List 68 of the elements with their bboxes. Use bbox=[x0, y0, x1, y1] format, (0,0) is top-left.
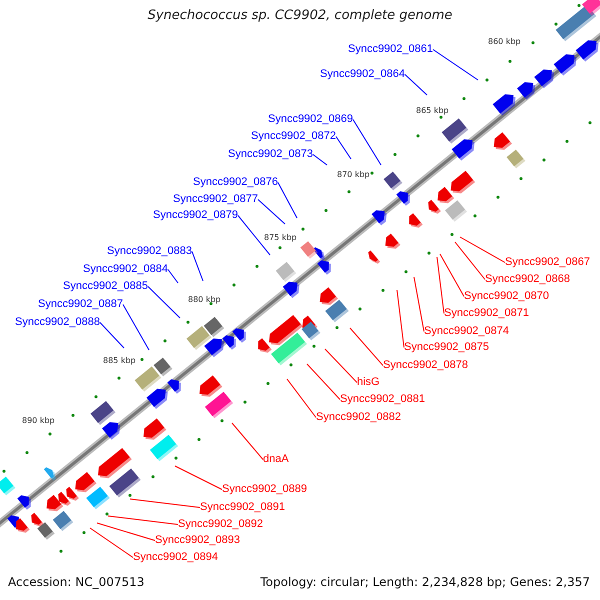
diagram-title: Synechococcus sp. CC9902, complete genome bbox=[146, 8, 454, 23]
gene-label: Syncc9902_0891 bbox=[200, 501, 286, 514]
gene-label: Syncc9902_0870 bbox=[464, 290, 550, 303]
gene-label: Syncc9902_0882 bbox=[316, 411, 402, 424]
scale-tick-label: 885 kbp bbox=[103, 356, 136, 366]
leader-line bbox=[352, 119, 382, 166]
scale-tick-label: 875 kbp bbox=[264, 233, 297, 243]
genome-info-text: Topology: circular; Length: 2,234,828 bp; Genes: 2,357 bbox=[260, 575, 590, 589]
gene-label: Syncc9902_0887 bbox=[38, 298, 123, 311]
gene-label: Syncc9902_0872 bbox=[250, 130, 336, 143]
leader-line bbox=[96, 522, 156, 541]
leader-line bbox=[108, 516, 178, 525]
scale-tick-label: 865 kbp bbox=[416, 106, 449, 116]
genome-info-text: Accession: NC_007513 bbox=[8, 575, 144, 589]
gene-label: Syncc9902_0868 bbox=[485, 273, 570, 286]
leader-line bbox=[286, 378, 316, 418]
leader-line bbox=[440, 254, 464, 297]
gene-label: Syncc9902_0869 bbox=[268, 113, 353, 126]
leader-line bbox=[130, 498, 200, 508]
leader-line bbox=[238, 215, 270, 256]
gene-label: Syncc9902_0885 bbox=[62, 280, 148, 293]
gene-label: Syncc9902_0881 bbox=[340, 393, 426, 406]
gene-label: Syncc9902_0873 bbox=[228, 148, 313, 161]
leader-line bbox=[324, 348, 358, 383]
leader-line bbox=[90, 528, 134, 558]
gene-label: Syncc9902_0883 bbox=[106, 245, 192, 258]
scale-tick-label: 860 kbp bbox=[488, 37, 521, 47]
gene-label: Syncc9902_0884 bbox=[82, 263, 168, 276]
gene-label: Syncc9902_0867 bbox=[505, 256, 590, 269]
leader-line bbox=[404, 74, 428, 96]
gene-label: Syncc9902_0861 bbox=[348, 43, 433, 56]
gene-label: Syncc9902_0879 bbox=[152, 209, 238, 222]
leader-line bbox=[454, 242, 486, 280]
leader-line bbox=[312, 154, 328, 166]
leader-line bbox=[278, 182, 298, 218]
scale-tick-label: 890 kbp bbox=[22, 416, 55, 426]
leader-line bbox=[168, 269, 178, 284]
gene-label: Syncc9902_0889 bbox=[222, 483, 308, 496]
leader-line bbox=[432, 49, 478, 80]
gene-label: Syncc9902_0892 bbox=[178, 518, 264, 531]
gene-label: dnaA bbox=[263, 453, 289, 466]
gene-label: Syncc9902_0876 bbox=[192, 176, 278, 189]
gene-label: Syncc9902_0864 bbox=[320, 68, 405, 81]
leader-line bbox=[258, 199, 286, 224]
leader-line bbox=[414, 276, 424, 332]
gene-label: Syncc9902_0875 bbox=[404, 341, 490, 354]
leader-line bbox=[336, 136, 352, 160]
scale-tick-label: 870 kbp bbox=[337, 170, 370, 180]
leader-line bbox=[232, 422, 264, 460]
leader-line bbox=[100, 322, 124, 348]
leader-line bbox=[350, 328, 384, 366]
leader-line bbox=[148, 286, 180, 318]
gene-label: Syncc9902_0888 bbox=[14, 316, 100, 329]
leader-line bbox=[306, 364, 340, 400]
gene-label: Syncc9902_0893 bbox=[155, 534, 240, 547]
gene-label: Syncc9902_0878 bbox=[383, 359, 468, 372]
leader-line bbox=[436, 256, 444, 314]
leader-line bbox=[122, 304, 150, 350]
gene-label: hisG bbox=[357, 376, 380, 389]
gene-label: Syncc9902_0877 bbox=[172, 193, 258, 206]
leader-line bbox=[396, 290, 404, 348]
gene-label: Syncc9902_0894 bbox=[133, 551, 218, 564]
leader-line bbox=[460, 236, 506, 263]
gene-label: Syncc9902_0871 bbox=[444, 307, 530, 320]
scale-tick-label: 880 kbp bbox=[188, 295, 221, 305]
leader-line bbox=[192, 251, 204, 282]
gene-label: Syncc9902_0874 bbox=[424, 325, 510, 338]
leader-line bbox=[174, 466, 222, 490]
